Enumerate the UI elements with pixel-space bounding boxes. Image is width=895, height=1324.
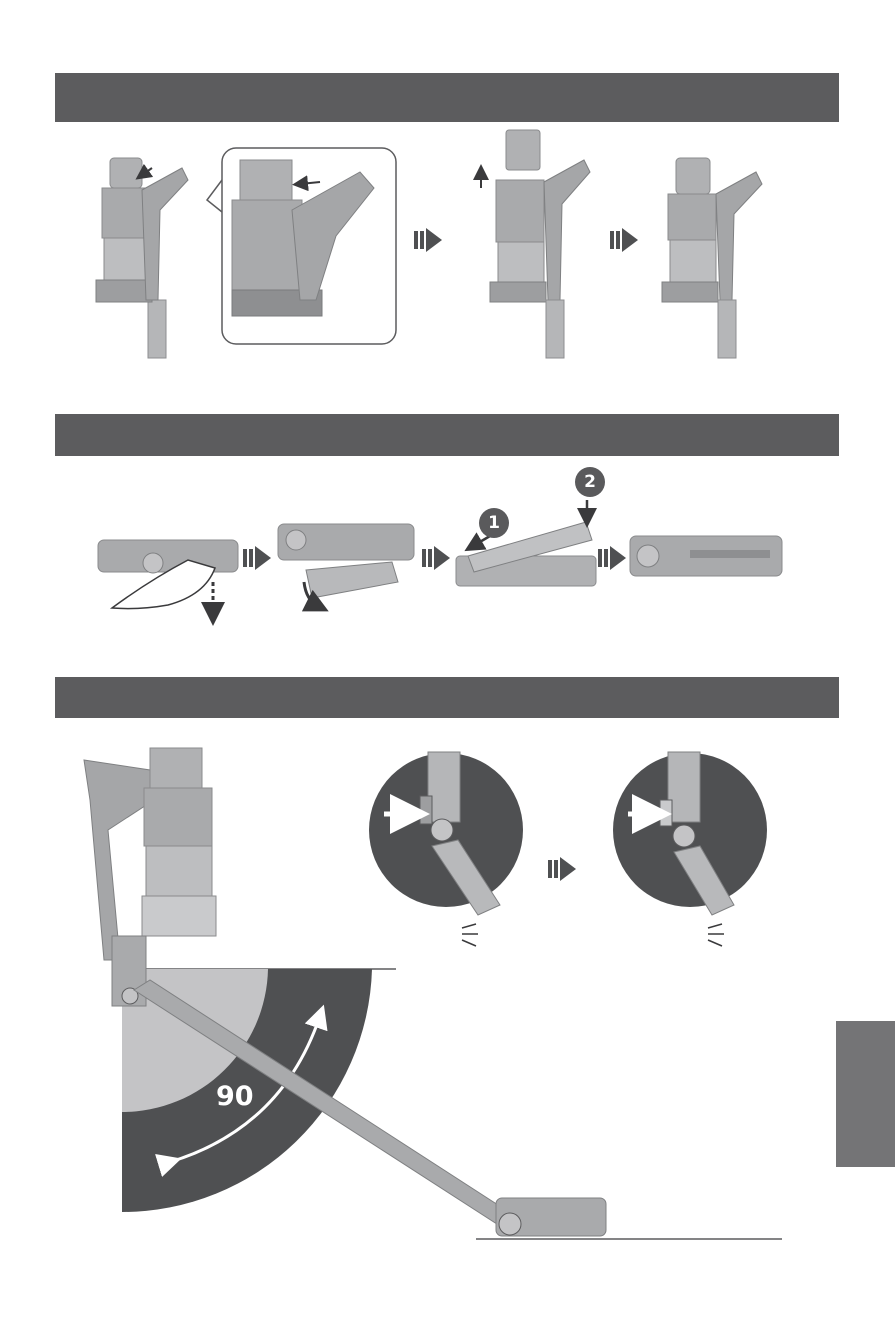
brush-step-2-illustration [278, 524, 414, 606]
brush-step-4-illustration [630, 536, 782, 576]
step-number-badge: 2 [575, 467, 605, 497]
angle-value-label: 90 [216, 1081, 254, 1112]
click-sound-icon [462, 924, 478, 946]
step-number-badge: 1 [479, 508, 509, 538]
next-step-arrow-icon [548, 857, 576, 881]
battery-step-3-illustration [662, 158, 762, 358]
next-step-arrow-icon [610, 228, 638, 252]
insert-arrow-icon [473, 536, 490, 546]
joint-detail-before [369, 752, 523, 946]
press-arrow-icon [142, 168, 152, 175]
next-step-arrow-icon [422, 546, 450, 570]
joint-detail-after [613, 752, 767, 946]
next-step-arrow-icon [243, 546, 271, 570]
battery-zoom-callout [207, 148, 396, 344]
brush-step-1-illustration [98, 540, 238, 614]
next-step-arrow-icon [414, 228, 442, 252]
brush-roller-icon [306, 562, 398, 598]
battery-step-2-illustration [481, 130, 590, 358]
battery-step-1-illustration [96, 158, 188, 358]
next-step-arrow-icon [598, 546, 626, 570]
click-sound-icon [708, 924, 724, 946]
brush-step-3-illustration [456, 500, 596, 586]
